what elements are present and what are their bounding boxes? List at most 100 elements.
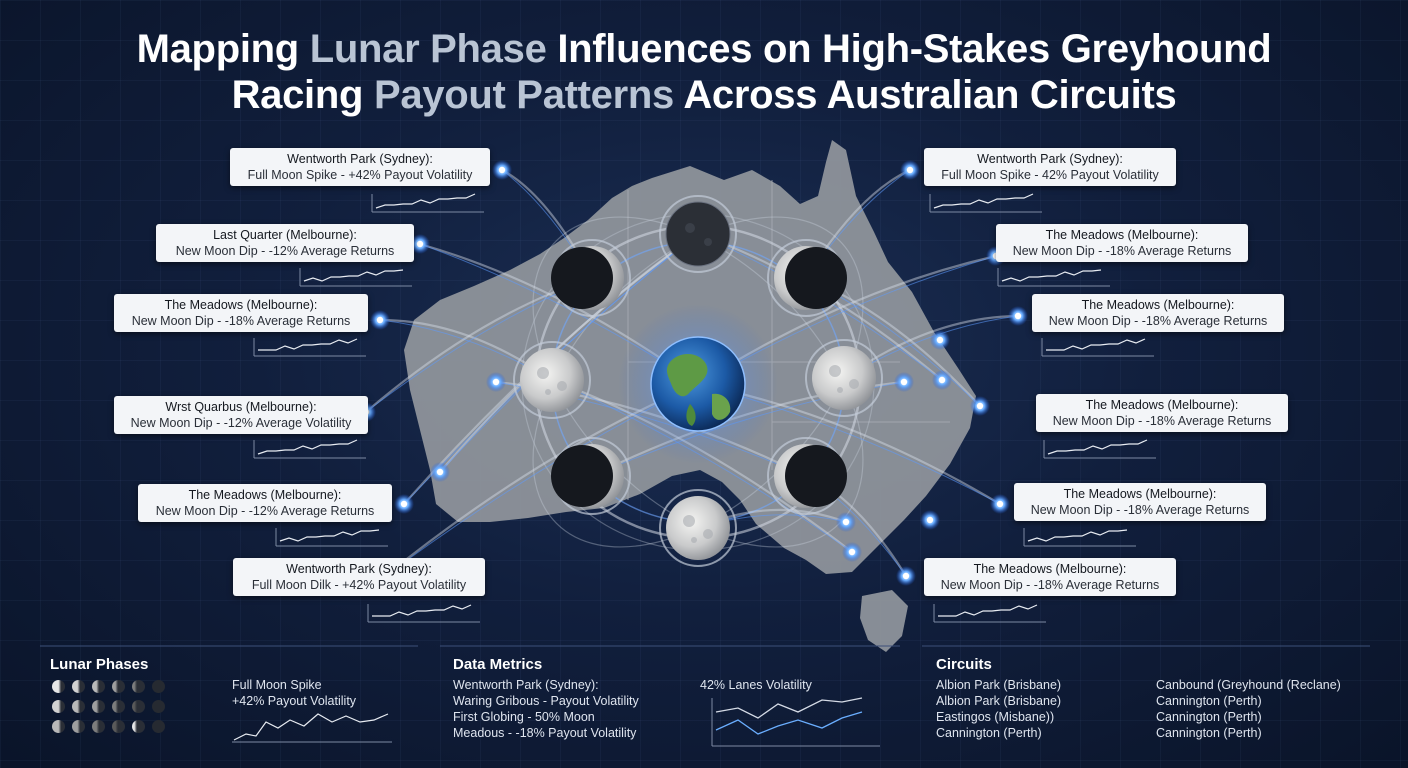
node-core [936, 336, 944, 344]
moon-crater [849, 379, 859, 389]
moon-disc [666, 496, 730, 560]
circuit-item: Eastingos (Misbane)) [936, 710, 1055, 724]
glowing-node-icon [394, 494, 414, 514]
callout-left-1[interactable]: Wentworth Park (Sydney): Full Moon Spike… [230, 148, 490, 186]
connector-line [439, 233, 699, 473]
callout-left-5[interactable]: The Meadows (Melbourne): New Moon Dip - … [138, 484, 392, 522]
sparkline-line [933, 193, 1034, 209]
legend-circuits-title: Circuits [936, 656, 992, 673]
glowing-node-icon [370, 310, 390, 330]
moon-halo [805, 339, 883, 417]
glowing-node-icon [836, 512, 856, 532]
sparkline [371, 193, 484, 213]
node-core [902, 572, 910, 580]
lunar-legend-line-2: +42% Payout Volatility [232, 694, 357, 708]
moon-crater [704, 238, 712, 246]
callout-value: Full Moon Dilk - +42% Payout Volatility [251, 578, 467, 592]
title-part: Mapping [136, 27, 310, 71]
callout-value: Full Moon Spike - +42% Payout Volatility [247, 168, 473, 182]
callout-value: New Moon Dip - -18% Average Returns [1012, 244, 1232, 258]
tasmania-map [860, 590, 908, 652]
moon-disc [812, 346, 876, 410]
callout-left-3[interactable]: The Meadows (Melbourne): New Moon Dip - … [114, 294, 368, 332]
callout-title: The Meadows (Melbourne): [164, 298, 318, 312]
callout-value: New Moon Dip - -18% Average Returns [940, 578, 1160, 592]
moon-phase-icon [112, 680, 125, 693]
moon-phase-icon [551, 437, 631, 515]
node-core [436, 468, 444, 476]
moon-crater [545, 389, 551, 395]
moon-phase-icon [112, 720, 125, 733]
sparkline-line [279, 529, 380, 542]
sparkline [1041, 338, 1154, 357]
node-core [842, 518, 850, 526]
sparkline [275, 528, 388, 547]
moon-crater [683, 515, 695, 527]
callout-right-4[interactable]: The Meadows (Melbourne): New Moon Dip - … [1036, 394, 1288, 432]
node-core [416, 240, 424, 248]
sparkline [997, 268, 1110, 287]
node-core [498, 166, 506, 174]
callout-title: The Meadows (Melbourne): [1045, 228, 1199, 242]
node-core [976, 402, 984, 410]
moon-phase-icon [52, 680, 65, 693]
circuit-item: Cannington (Perth) [936, 726, 1042, 740]
moon-phase-icon [152, 680, 165, 693]
callout-title: Wentworth Park (Sydney): [287, 152, 433, 166]
moon-phase-icon [112, 700, 125, 713]
glowing-node-icon [932, 370, 952, 390]
moon-phase-icon [767, 437, 847, 515]
moon-crater [703, 529, 713, 539]
node-core [900, 378, 908, 386]
callout-right-3[interactable]: The Meadows (Melbourne): New Moon Dip - … [1032, 294, 1284, 332]
callout-title: Wentworth Park (Sydney): [977, 152, 1123, 166]
callout-left-4[interactable]: Wrst Quarbus (Melbourne): New Moon Dip -… [114, 396, 368, 434]
title-line-1: Mapping Lunar Phase Influences on High-S… [0, 26, 1408, 72]
metrics-chart-label: 42% Lanes Volatility [700, 678, 812, 692]
callout-title: Wrst Quarbus (Melbourne): [165, 400, 317, 414]
callout-value: New Moon Dip - -12% Average Returns [155, 504, 375, 518]
lunar-legend-sparkline [233, 713, 389, 741]
moon-phase-icon [551, 239, 631, 317]
node-core [1014, 312, 1022, 320]
moon-crater [537, 367, 549, 379]
callout-left-6[interactable]: Wentworth Park (Sydney): Full Moon Dilk … [233, 558, 485, 596]
lunar-legend-line-1: Full Moon Spike [232, 678, 322, 692]
callout-title: The Meadows (Melbourne): [1085, 398, 1239, 412]
callout-value: New Moon Dip - -18% Average Returns [1048, 314, 1268, 328]
sparkline [1023, 528, 1136, 547]
legend-lunar-title: Lunar Phases [50, 656, 149, 673]
callout-title: Wentworth Park (Sydney): [286, 562, 432, 576]
circuit-item: Albion Park (Brisbane) [936, 694, 1062, 708]
moon-phase-icon [72, 720, 85, 733]
moon-disc [520, 348, 584, 412]
glowing-node-icon [430, 462, 450, 482]
moon-phase-icon [52, 720, 65, 733]
callout-right-6[interactable]: The Meadows (Melbourne): New Moon Dip - … [924, 558, 1176, 596]
connector-glow-line [439, 233, 699, 473]
callout-right-1[interactable]: Wentworth Park (Sydney): Full Moon Spike… [924, 148, 1176, 186]
sparkline-line [372, 604, 472, 617]
node-core [906, 166, 914, 174]
circuit-item: Canbound (Greyhound (Reclane) [1156, 678, 1341, 692]
moon-phase-icon [92, 700, 105, 713]
glowing-node-icon [486, 372, 506, 392]
callout-title: The Meadows (Melbourne): [1063, 487, 1217, 501]
moon-phase-icon [72, 700, 85, 713]
callout-value: New Moon Dip - -18% Average Returns [1030, 503, 1250, 517]
glowing-node-icon [410, 234, 430, 254]
callout-right-2[interactable]: The Meadows (Melbourne): New Moon Dip - … [996, 224, 1248, 262]
sparkline-line [257, 439, 358, 455]
callout-left-2[interactable]: Last Quarter (Melbourne): New Moon Dip -… [156, 224, 414, 262]
sparkline-line [938, 604, 1038, 617]
callout-title: The Meadows (Melbourne): [188, 488, 342, 502]
title-part: Influences on High-Stakes Greyhound [546, 27, 1272, 71]
moon-halo [659, 195, 737, 273]
moon-shadow [551, 445, 613, 507]
callout-right-5[interactable]: The Meadows (Melbourne): New Moon Dip - … [1014, 483, 1266, 521]
moon-phase-icon [659, 195, 737, 273]
circuit-item: Cannington (Perth) [1156, 710, 1262, 724]
node-core [996, 500, 1004, 508]
callout-value: New Moon Dip - -18% Average Returns [131, 314, 351, 328]
callout-title: The Meadows (Melbourne): [973, 562, 1127, 576]
